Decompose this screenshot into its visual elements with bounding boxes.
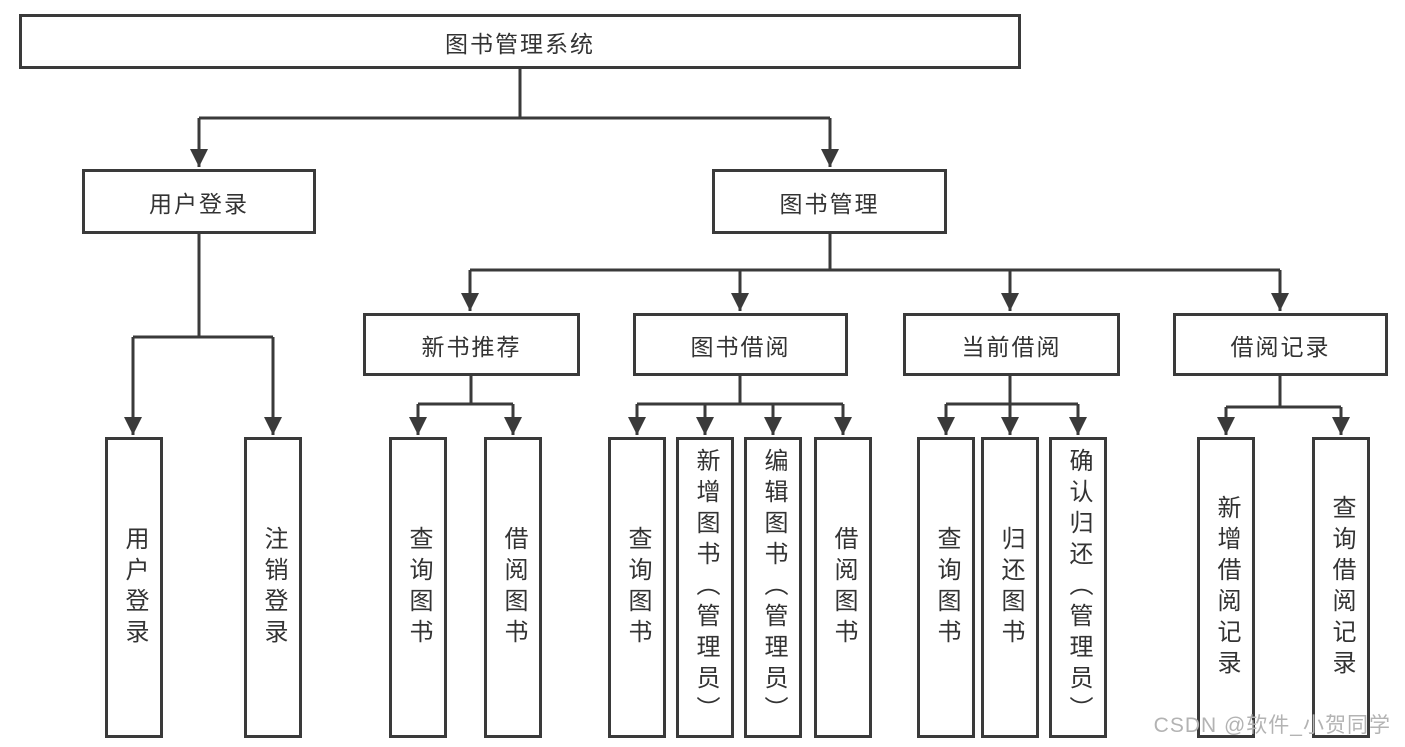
- leaf-user-login: 用户登录: [105, 437, 163, 738]
- connector-root-to-level2: [190, 69, 839, 167]
- leaf-borrow-book-2: 借阅图书: [814, 437, 872, 738]
- leaf-add-book-admin: 新增图书（管理员）: [676, 437, 734, 738]
- leaf-query-borrow-record-label: 查询借阅记录: [1328, 494, 1355, 681]
- leaf-query-book-1-label: 查询图书: [405, 525, 432, 650]
- connector-book-management-to-level3: [461, 234, 1289, 311]
- leaf-query-borrow-record: 查询借阅记录: [1312, 437, 1370, 738]
- leaf-add-borrow-record: 新增借阅记录: [1197, 437, 1255, 738]
- node-new-book-recommend: 新书推荐: [363, 313, 580, 376]
- leaf-add-book-admin-label: 新增图书（管理员）: [692, 448, 719, 727]
- connector-borrow-records-children: [1217, 376, 1350, 435]
- node-current-borrow: 当前借阅: [903, 313, 1120, 376]
- node-borrow-records: 借阅记录: [1173, 313, 1388, 376]
- leaf-query-book-3-label: 查询图书: [933, 525, 960, 650]
- connector-user-login-children: [124, 234, 282, 435]
- connector-book-borrow-children: [628, 376, 852, 435]
- node-book-borrow: 图书借阅: [633, 313, 848, 376]
- leaf-confirm-return-admin: 确认归还（管理员）: [1049, 437, 1107, 738]
- leaf-query-book-2: 查询图书: [608, 437, 666, 738]
- node-book-management: 图书管理: [712, 169, 947, 234]
- connector-new-book-children: [409, 376, 522, 435]
- leaf-query-book-3: 查询图书: [917, 437, 975, 738]
- leaf-logout-label: 注销登录: [260, 525, 287, 650]
- leaf-return-book: 归还图书: [981, 437, 1039, 738]
- leaf-query-book-2-label: 查询图书: [624, 525, 651, 650]
- leaf-return-book-label: 归还图书: [997, 525, 1024, 650]
- leaf-add-borrow-record-label: 新增借阅记录: [1213, 494, 1240, 681]
- leaf-confirm-return-admin-label: 确认归还（管理员）: [1065, 448, 1092, 727]
- leaf-query-book-1: 查询图书: [389, 437, 447, 738]
- csdn-watermark: CSDN @软件_小贺同学: [1153, 714, 1391, 737]
- leaf-borrow-book-1: 借阅图书: [484, 437, 542, 738]
- node-root-system: 图书管理系统: [19, 14, 1021, 69]
- leaf-edit-book-admin: 编辑图书（管理员）: [744, 437, 802, 738]
- connector-current-borrow-children: [937, 376, 1087, 435]
- leaf-edit-book-admin-label: 编辑图书（管理员）: [760, 448, 787, 727]
- leaf-borrow-book-2-label: 借阅图书: [830, 525, 857, 650]
- node-user-login: 用户登录: [82, 169, 316, 234]
- leaf-logout: 注销登录: [244, 437, 302, 738]
- leaf-user-login-label: 用户登录: [121, 525, 148, 650]
- leaf-borrow-book-1-label: 借阅图书: [500, 525, 527, 650]
